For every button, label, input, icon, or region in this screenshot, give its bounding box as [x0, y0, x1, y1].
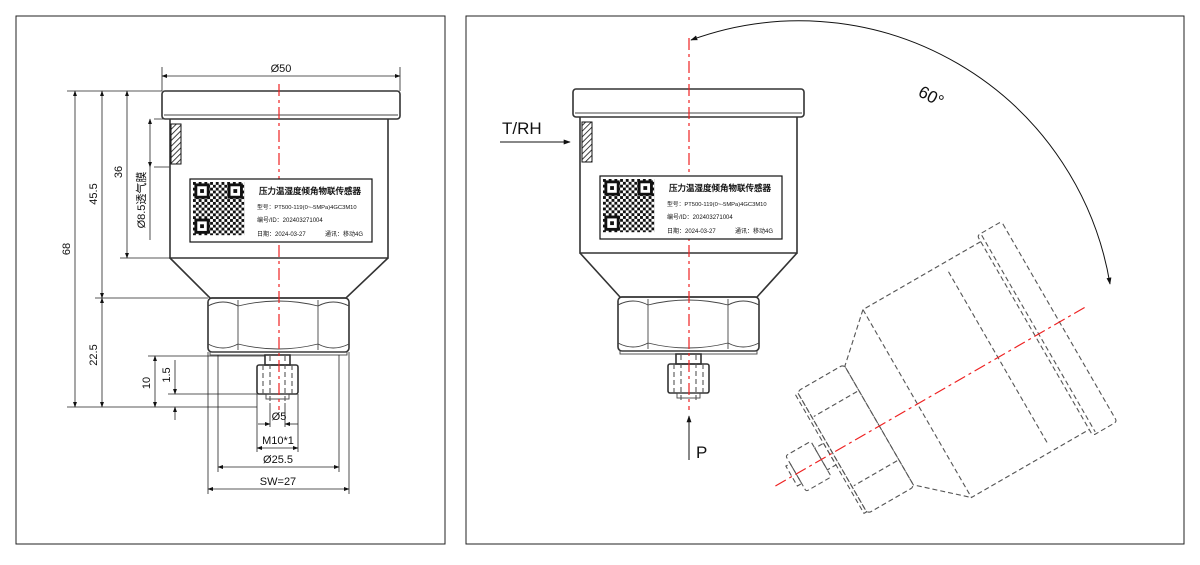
sensor-front-view	[154, 84, 401, 410]
trh-input-indicator: T/RH	[500, 119, 571, 145]
nameplate-date: 日期：2024-03-27	[257, 230, 306, 238]
nameplate-model-right: 型号：PT500-119(0~-5MPa)4GC3M10	[667, 200, 767, 208]
dim-membrane-height: 36	[113, 166, 125, 178]
sensor-tilted-view	[772, 222, 1117, 515]
nameplate-comm: 通讯：移动4G	[325, 230, 363, 238]
dim-thread-length: 10	[141, 377, 153, 389]
nameplate-model: 型号：PT500-119(0~-5MPa)4GC3M10	[257, 203, 357, 211]
membrane-vent	[170, 123, 182, 165]
dimensions-left: Ø50 68 45.5 36 Ø8.5透气膜 22.5 10 1.5	[61, 63, 401, 494]
nameplate-right: 压力温湿度倾角物联传感器 型号：PT500-119(0~-5MPa)4GC3M1…	[599, 175, 783, 240]
trh-label: T/RH	[502, 119, 542, 138]
angle-arc	[690, 20, 1112, 285]
left-panel-frame	[15, 15, 446, 545]
dim-membrane-label: Ø8.5透气膜	[134, 172, 148, 229]
dim-hex-diameter: Ø25.5	[263, 454, 293, 466]
right-panel-frame	[465, 15, 1185, 545]
dim-cap-diameter: Ø50	[271, 63, 292, 75]
nameplate-id: 编号/ID：202403271004	[257, 216, 323, 224]
pressure-label: P	[696, 443, 707, 462]
dim-chamfer: 1.5	[161, 367, 173, 382]
nameplate-id-right: 编号/ID：202403271004	[667, 213, 733, 221]
nameplate-date-right: 日期：2024-03-27	[667, 227, 716, 235]
dim-hex-wrench: SW=27	[260, 476, 296, 488]
dim-fitting-height: 22.5	[88, 344, 100, 365]
pressure-input-indicator: P	[686, 415, 707, 462]
membrane-vent-right	[581, 121, 593, 163]
dim-total-height: 68	[61, 243, 73, 255]
nameplate-left: 压力温湿度倾角物联传感器 型号：PT500-119(0~-5MPa)4GC3M1…	[189, 178, 373, 243]
angle-indicator: 60°	[690, 20, 1112, 285]
dim-bore: Ø5	[272, 411, 287, 423]
sensor-upright-view	[572, 38, 805, 410]
dim-body-height: 45.5	[88, 183, 100, 204]
centerline-tilted	[772, 306, 1085, 489]
nameplate-title-right: 压力温湿度倾角物联传感器	[669, 183, 772, 193]
angle-label: 60°	[915, 82, 947, 111]
dim-thread: M10*1	[262, 435, 294, 447]
sensor-cap	[161, 90, 401, 120]
sensor-body	[169, 119, 389, 259]
nameplate-comm-right: 通讯：移动4G	[735, 227, 773, 235]
nameplate-title: 压力温湿度倾角物联传感器	[259, 186, 362, 196]
